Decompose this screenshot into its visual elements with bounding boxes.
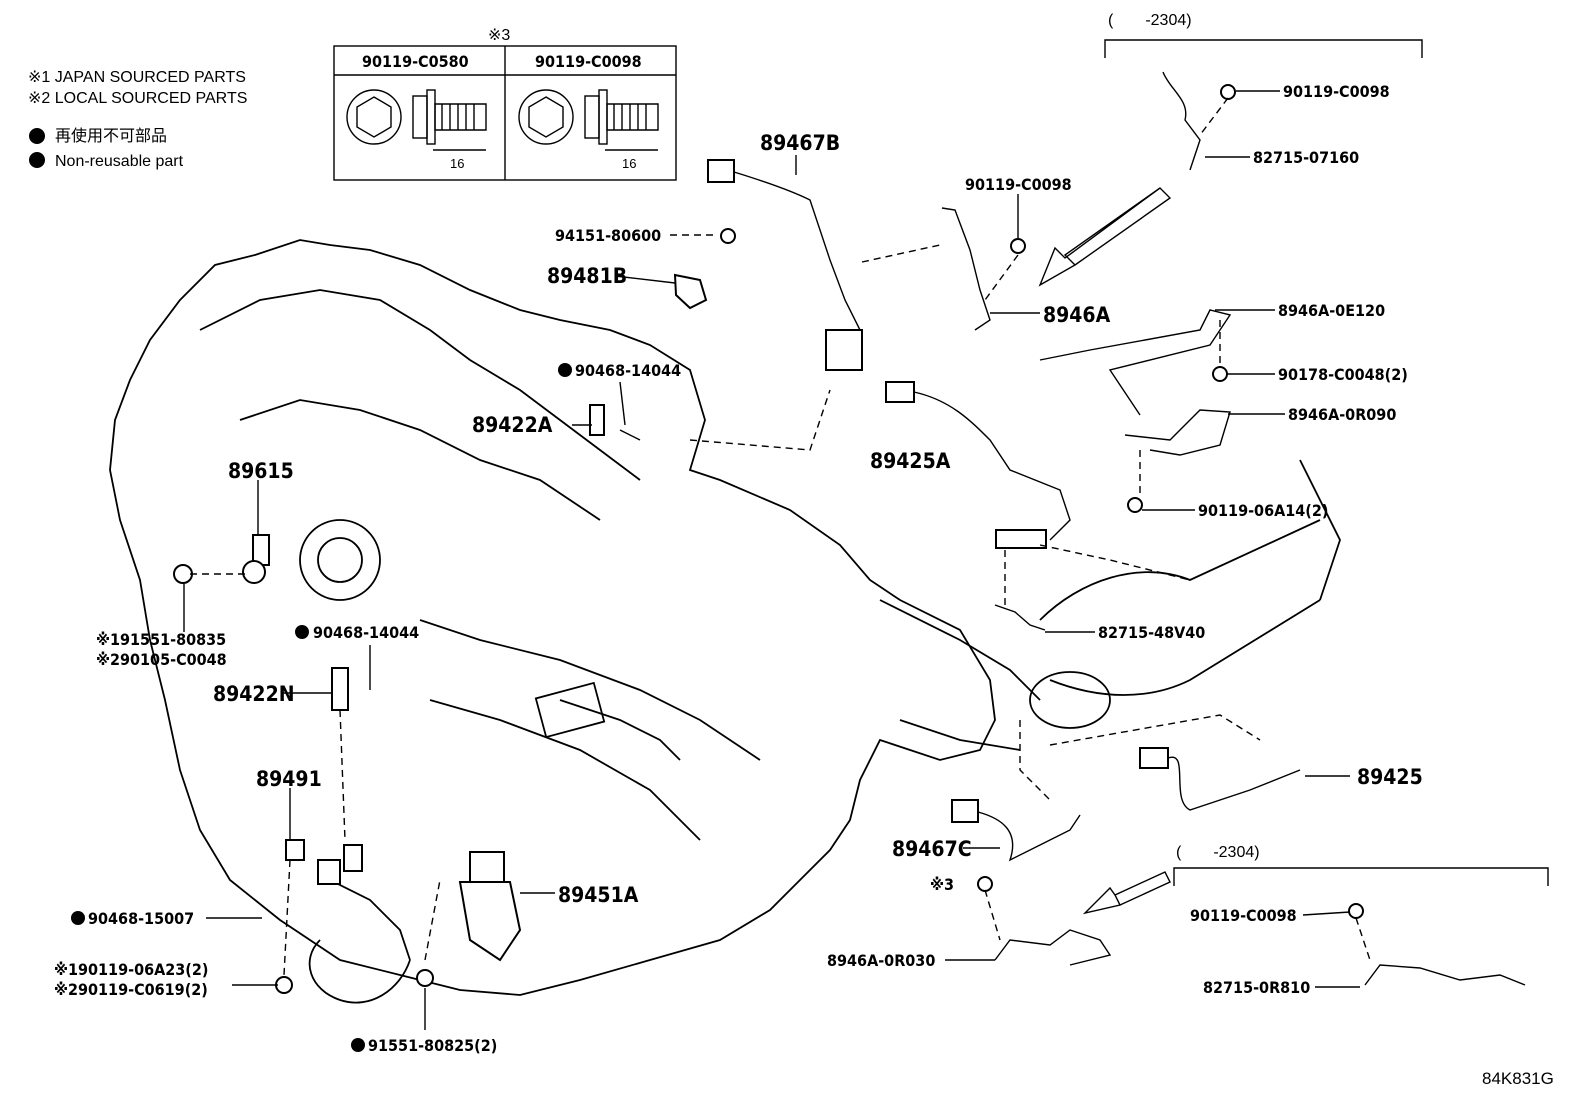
leader-lines (183, 90, 1371, 1030)
sensor-89425A-icon (885, 381, 1071, 549)
label-89467C: 89467C (892, 837, 972, 861)
label-8946A: 8946A (1043, 303, 1111, 327)
switch-89451A-icon (458, 851, 522, 962)
legend: ※1 JAPAN SOURCED PARTS ※2 LOCAL SOURCED … (28, 69, 247, 170)
bolt-table-col1: 90119-C0580 (362, 52, 469, 71)
bolt-side-icon (412, 89, 487, 145)
sensor-89422A-icon (589, 404, 641, 441)
bolt-91551-80825-icon (416, 969, 434, 987)
label-89451A: 89451A (558, 883, 639, 907)
label-90119-06A14: 90119-06A14(2) (1198, 501, 1328, 520)
sensor-89425-icon (1139, 747, 1301, 811)
label-89422A: 89422A (472, 413, 553, 437)
sensor-89481B-icon (673, 273, 708, 310)
label-8946A-0R030: 8946A-0R030 (827, 951, 935, 970)
range-bracket-top: ( -2304) (1104, 12, 1423, 58)
label-89425: 89425 (1357, 765, 1423, 789)
part-labels: 89467B 94151-80600 89481B 90468-14044 89… (54, 82, 1554, 1088)
label-89615: 89615 (228, 459, 294, 483)
legend-non-reusable-en: Non-reusable part (55, 153, 184, 170)
bolt-table-title: ※3 (488, 27, 510, 44)
non-reusable-dot-icon (351, 1038, 365, 1052)
bolt-table-col2: 90119-C0098 (535, 52, 642, 71)
label-91551-80825: 91551-80825(2) (368, 1036, 497, 1055)
bolt-dim-1: 16 (450, 156, 464, 171)
bolt-head-icon (518, 89, 574, 145)
label-8946A-0R090: 8946A-0R090 (1288, 405, 1396, 424)
engine-assembly-outline (109, 239, 1341, 1004)
non-reusable-dot-icon (29, 152, 45, 168)
arrow-icon (1038, 187, 1172, 287)
label-90119-C0619: ※290119-C0619(2) (54, 980, 208, 999)
bolt-table: ※3 90119-C0580 90119-C0098 16 (333, 27, 677, 181)
label-90468-14044-a: 90468-14044 (575, 361, 681, 380)
label-82715-48V40: 82715-48V40 (1098, 623, 1205, 642)
bracket-82715-07160-icon (1162, 71, 1236, 171)
label-90119-C0098-top: 90119-C0098 (1283, 82, 1390, 101)
bracket-8946A-0R030-icon (994, 929, 1112, 966)
sensor-89422N-icon (331, 667, 349, 711)
label-90119-06A23: ※190119-06A23(2) (54, 960, 208, 979)
bracket-82715-48V40-icon (994, 604, 1046, 631)
label-89467B: 89467B (760, 131, 840, 155)
sensor-89467B-icon (707, 159, 863, 371)
range-bracket-bottom: ( -2304) (1173, 844, 1549, 886)
knock-sensor-89615-icon (242, 534, 270, 584)
range-label-bottom: ( -2304) (1176, 844, 1260, 861)
bolt-x3-icon (977, 876, 993, 892)
bolt-head-icon (346, 89, 402, 145)
label-90178-C0048: 90178-C0048(2) (1278, 365, 1408, 384)
label-90468-14044-b: 90468-14044 (313, 623, 419, 642)
label-89491: 89491 (256, 767, 322, 791)
non-reusable-dot-icon (295, 625, 309, 639)
bracket-8946A-icon (941, 207, 1026, 331)
nut-94151-icon (720, 228, 736, 244)
range-label-top: ( -2304) (1108, 12, 1192, 29)
legend-local-sourced: ※2 LOCAL SOURCED PARTS (28, 90, 247, 107)
label-90468-15007: 90468-15007 (88, 909, 194, 928)
bolt-90119-06A23-icon (275, 976, 293, 994)
non-reusable-dot-icon (29, 128, 45, 144)
label-82715-0R810: 82715-0R810 (1203, 978, 1310, 997)
label-82715-07160: 82715-07160 (1253, 148, 1359, 167)
label-89425A: 89425A (870, 449, 951, 473)
legend-non-reusable-jp: 再使用不可部品 (55, 127, 167, 145)
legend-japan-sourced: ※1 JAPAN SOURCED PARTS (28, 69, 246, 86)
bracket-82715-0R810-icon (1348, 903, 1526, 986)
bolt-dim-2: 16 (622, 156, 636, 171)
label-x3: ※3 (930, 875, 954, 894)
bolt-91551-icon (173, 564, 193, 584)
bolt-side-icon (584, 89, 659, 145)
sensor-89467C-icon (951, 799, 1081, 862)
label-90105-C0048: ※290105-C0048 (96, 650, 227, 669)
non-reusable-dot-icon (71, 911, 85, 925)
non-reusable-dot-icon (558, 363, 572, 377)
label-94151-80600: 94151-80600 (555, 226, 661, 245)
bracket-8946A-0R090-icon (1124, 409, 1231, 513)
label-89422N: 89422N (213, 682, 295, 706)
label-90119-C0098-bottom: 90119-C0098 (1190, 906, 1297, 925)
label-91551-80835: ※191551-80835 (96, 630, 226, 649)
bracket-8946A-0E120-icon (1039, 309, 1232, 416)
sensor-89491-icon (285, 839, 363, 885)
arrow-icon (1082, 871, 1171, 915)
illustration-code: 84K831G (1482, 1069, 1554, 1088)
label-90119-C0098-mid: 90119-C0098 (965, 175, 1072, 194)
label-8946A-0E120: 8946A-0E120 (1278, 301, 1385, 320)
label-89481B: 89481B (547, 264, 627, 288)
